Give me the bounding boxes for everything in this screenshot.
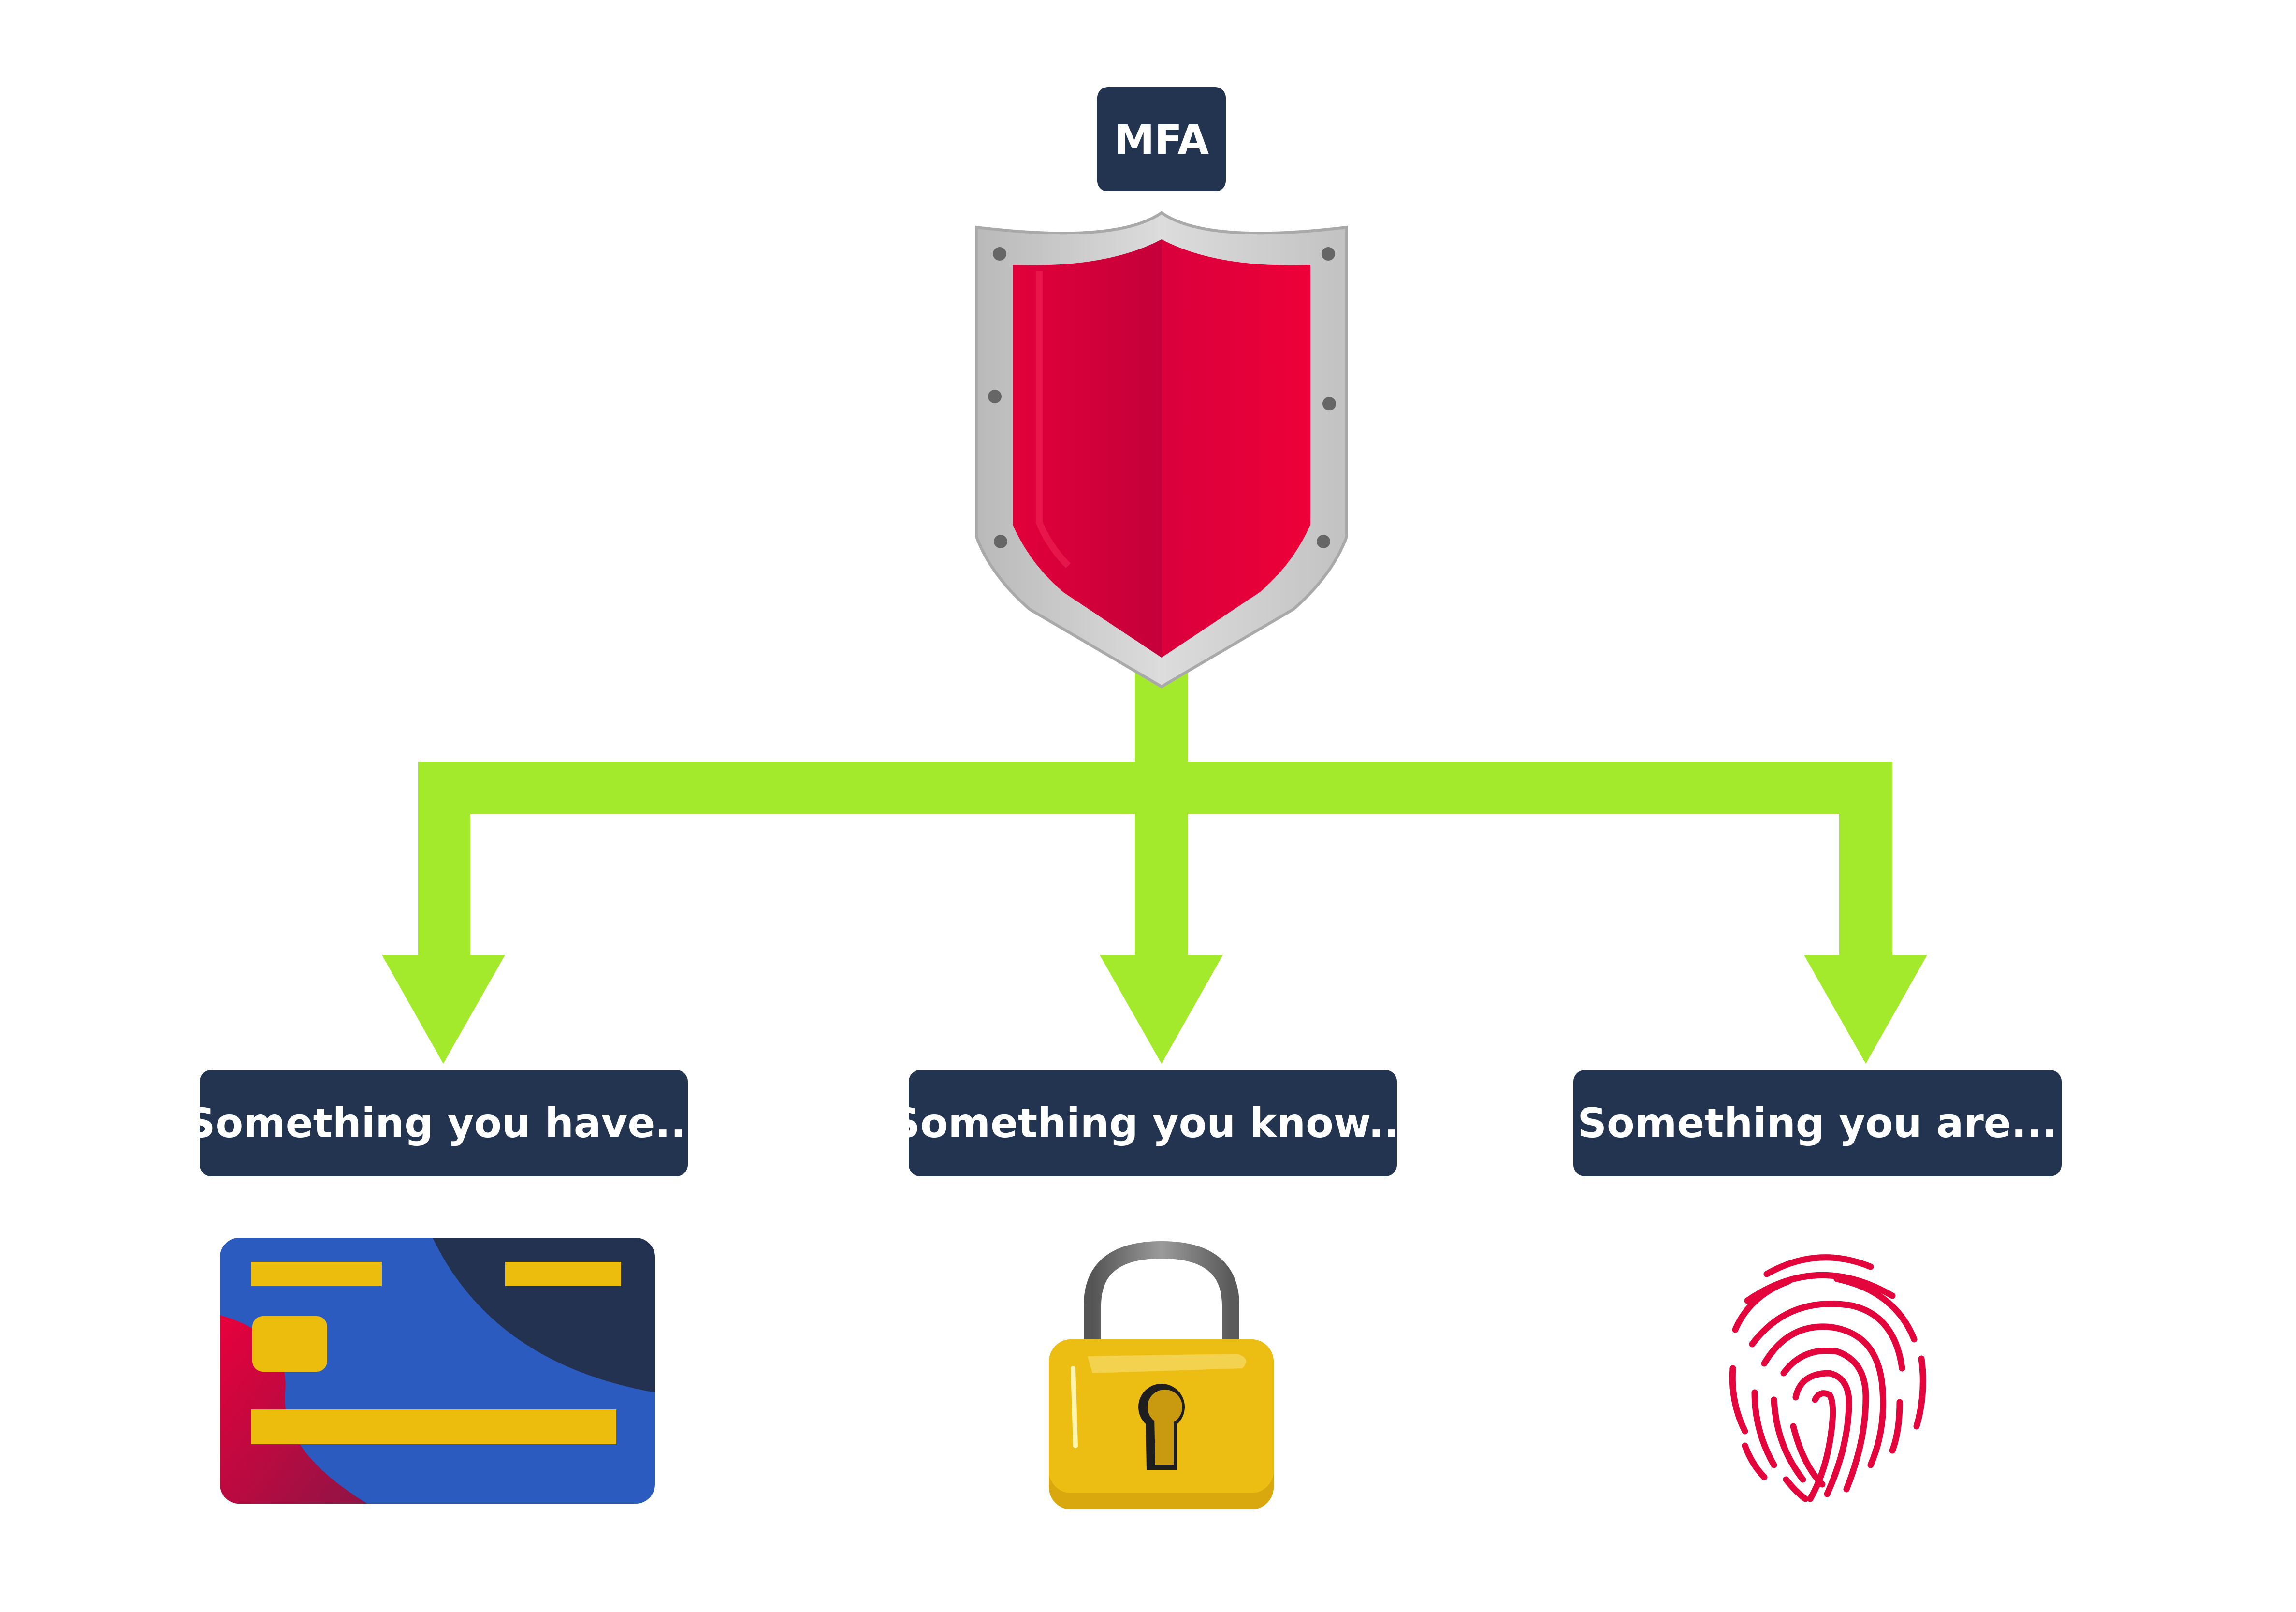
branch-line-center: [1135, 788, 1188, 965]
factor-are: Something you are...: [1573, 1070, 2062, 1176]
card-stripe-top-right: [505, 1262, 621, 1286]
mfa-label: MFA: [1114, 116, 1209, 163]
arrowhead-left: [382, 955, 505, 1064]
card-stripe-bottom: [251, 1409, 616, 1444]
card-stripe-top-left: [251, 1262, 382, 1286]
card-chip: [252, 1316, 327, 1372]
factor-have: Something you have...: [186, 1070, 701, 1176]
padlock-icon: [1049, 1241, 1274, 1509]
mfa-label-box: MFA: [1097, 87, 1226, 191]
factor-know: Something you know...: [891, 1070, 1415, 1176]
horizontal-branch: [418, 762, 1892, 814]
branch-line-right: [1839, 762, 1892, 965]
arrowhead-center: [1100, 955, 1223, 1064]
branch-line-left: [418, 762, 470, 965]
shield-icon: [975, 211, 1348, 689]
factor-know-label: Something you know...: [891, 1099, 1414, 1147]
fingerprint-icon: [1729, 1254, 1926, 1502]
credit-card-icon: [220, 1238, 655, 1504]
factor-have-label: Something you have...: [186, 1099, 701, 1147]
connector-arrows: [382, 672, 1927, 1064]
factor-are-label: Something you are...: [1578, 1099, 2058, 1147]
arrowhead-right: [1804, 955, 1927, 1064]
